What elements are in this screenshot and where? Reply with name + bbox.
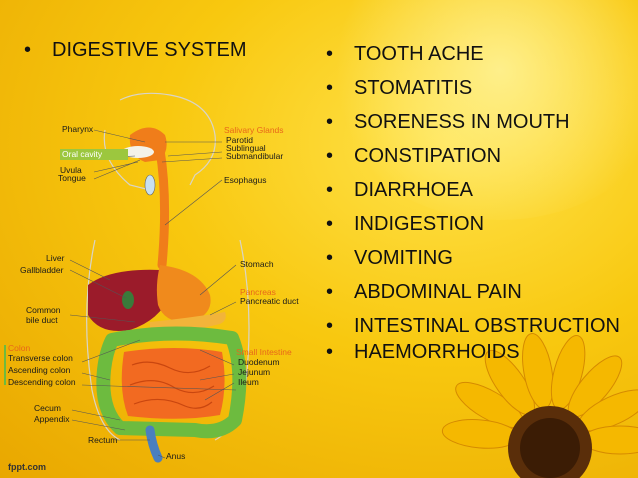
bullet-dot: • — [326, 247, 334, 269]
symptom-item: • VOMITING — [326, 246, 636, 270]
bullet-dot: • — [326, 213, 334, 235]
label-esophagus: Esophagus — [224, 175, 267, 185]
bullet-dot: • — [326, 111, 334, 133]
label-transverse-colon: Transverse colon — [8, 353, 73, 363]
label-uvula: Uvula — [60, 165, 82, 175]
symptom-list: • TOOTH ACHE • STOMATITIS • SORENESS IN MOU… — [326, 42, 636, 374]
footer-brand: fppt.com — [8, 462, 46, 472]
label-gallbladder: Gallbladder — [20, 265, 64, 275]
symptom-label: DIARRHOEA — [354, 179, 473, 201]
bullet-dot: • — [326, 179, 334, 201]
label-colon: Colon — [8, 343, 31, 353]
symptom-label: INTESTINAL OBSTRUCTION — [354, 315, 620, 337]
label-small-intestine: Small Intestine — [236, 347, 292, 357]
left-heading-list: • DIGESTIVE SYSTEM — [24, 38, 246, 62]
label-cecum: Cecum — [34, 403, 61, 413]
oral-cavity-highlight — [60, 149, 128, 160]
label-rectum: Rectum — [88, 435, 118, 445]
symptom-item: • HAEMORRHOIDS — [326, 340, 636, 364]
label-parotid: Parotid — [226, 135, 253, 145]
bullet-dot: • — [326, 315, 334, 337]
colon-highlight — [4, 345, 6, 385]
symptom-label: INDIGESTION — [354, 213, 485, 235]
bullet-dot: • — [326, 281, 334, 303]
symptom-label: TOOTH ACHE — [354, 43, 484, 65]
label-anus: Anus — [166, 451, 186, 461]
sunflower-icon — [441, 333, 638, 478]
label-duodenum: Duodenum — [238, 357, 280, 367]
bullet-dot: • — [326, 77, 334, 99]
symptom-label: ABDOMINAL PAIN — [354, 281, 522, 303]
symptom-label: STOMATITIS — [354, 77, 473, 99]
symptom-label: HAEMORRHOIDS — [354, 341, 520, 363]
symptom-item: • INDIGESTION — [326, 212, 636, 236]
symptom-item: • TOOTH ACHE — [326, 42, 636, 66]
symptom-item: • SORENESS IN MOUTH — [326, 110, 636, 134]
bullet-dot: • — [326, 341, 334, 363]
label-ileum: Ileum — [238, 377, 259, 387]
label-common-bile-duct: Common — [26, 305, 61, 315]
bullet-dot: • — [326, 145, 334, 167]
left-heading: DIGESTIVE SYSTEM — [52, 39, 247, 61]
symptom-item: • DIARRHOEA — [326, 178, 636, 202]
label-pharynx: Pharynx — [62, 124, 94, 134]
label-submandibular: Submandibular — [226, 151, 284, 161]
symptom-item: • INTESTINAL OBSTRUCTION — [326, 314, 636, 338]
label-oral-cavity: Oral cavity — [62, 149, 103, 159]
digestive-organs-illustration — [69, 92, 250, 463]
label-descending-colon: Descending colon — [8, 377, 76, 387]
symptom-item: • CONSTIPATION — [326, 144, 636, 168]
symptom-label: VOMITING — [354, 247, 453, 269]
label-salivary-glands: Salivary Glands — [224, 125, 284, 135]
label-ascending-colon: Ascending colon — [8, 365, 71, 375]
label-stomach: Stomach — [240, 259, 274, 269]
symptom-item: • STOMATITIS — [326, 76, 636, 100]
digestive-diagram: Pharynx Oral cavity Uvula Tongue Salivar… — [0, 90, 320, 470]
label-tongue: Tongue — [58, 173, 86, 183]
label-liver: Liver — [46, 253, 65, 263]
symptom-label: SORENESS IN MOUTH — [354, 111, 570, 133]
symptom-item: • ABDOMINAL PAIN — [326, 280, 636, 304]
symptom-label: CONSTIPATION — [354, 145, 502, 167]
bullet-dot: • — [326, 43, 334, 65]
label-sublingual: Sublingual — [226, 143, 266, 153]
label-common-bile-duct: bile duct — [26, 315, 58, 325]
left-heading-item: • DIGESTIVE SYSTEM — [24, 38, 246, 62]
label-pancreatic-duct: Pancreatic duct — [240, 296, 299, 306]
label-appendix: Appendix — [34, 414, 70, 424]
label-pancreas: Pancreas — [240, 287, 276, 297]
label-jejunum: Jejunum — [238, 367, 271, 377]
bullet-dot: • — [24, 39, 32, 61]
